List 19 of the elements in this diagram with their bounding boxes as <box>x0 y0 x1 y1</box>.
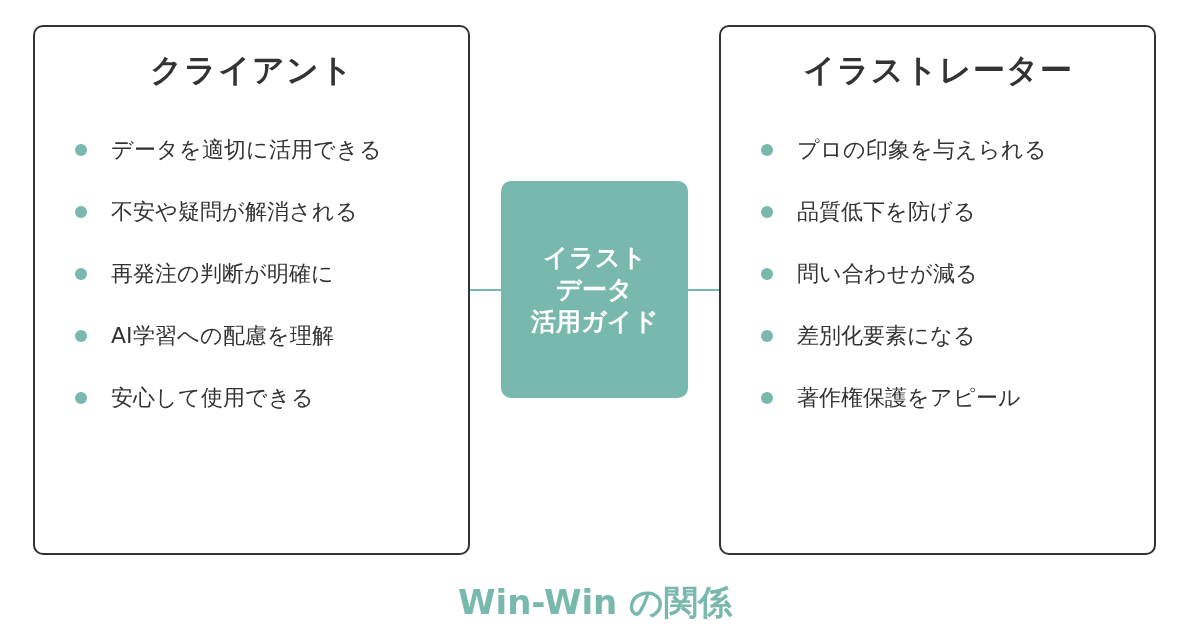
panel-heading: イラストレーター <box>802 50 1073 91</box>
list-item-text: AI学習への配慮を理解 <box>111 322 334 350</box>
list-item-text: 問い合わせが減る <box>797 260 978 288</box>
list-item-text: 安心して使用できる <box>111 384 314 412</box>
list-item-text: データを適切に活用できる <box>111 136 382 164</box>
list-item-text: 差別化要素になる <box>797 322 976 350</box>
list-item-text: 再発注の判断が明確に <box>111 260 334 288</box>
list-item-text: 不安や疑問が解消される <box>111 198 358 226</box>
connector-line <box>687 289 720 291</box>
panel-heading: クライアント <box>149 50 354 91</box>
panel-box <box>33 25 470 555</box>
caption: Win-Win の関係 <box>458 581 733 624</box>
list-item-text: プロの印象を与えられる <box>797 136 1047 164</box>
list-item-text: 著作権保護をアピール <box>797 384 1021 412</box>
panel-box <box>719 25 1156 555</box>
guide-title: イラストデータ活用ガイド <box>530 241 659 338</box>
list-item-text: 品質低下を防げる <box>797 198 976 226</box>
connector-line <box>469 289 502 291</box>
guide-box <box>501 181 688 398</box>
